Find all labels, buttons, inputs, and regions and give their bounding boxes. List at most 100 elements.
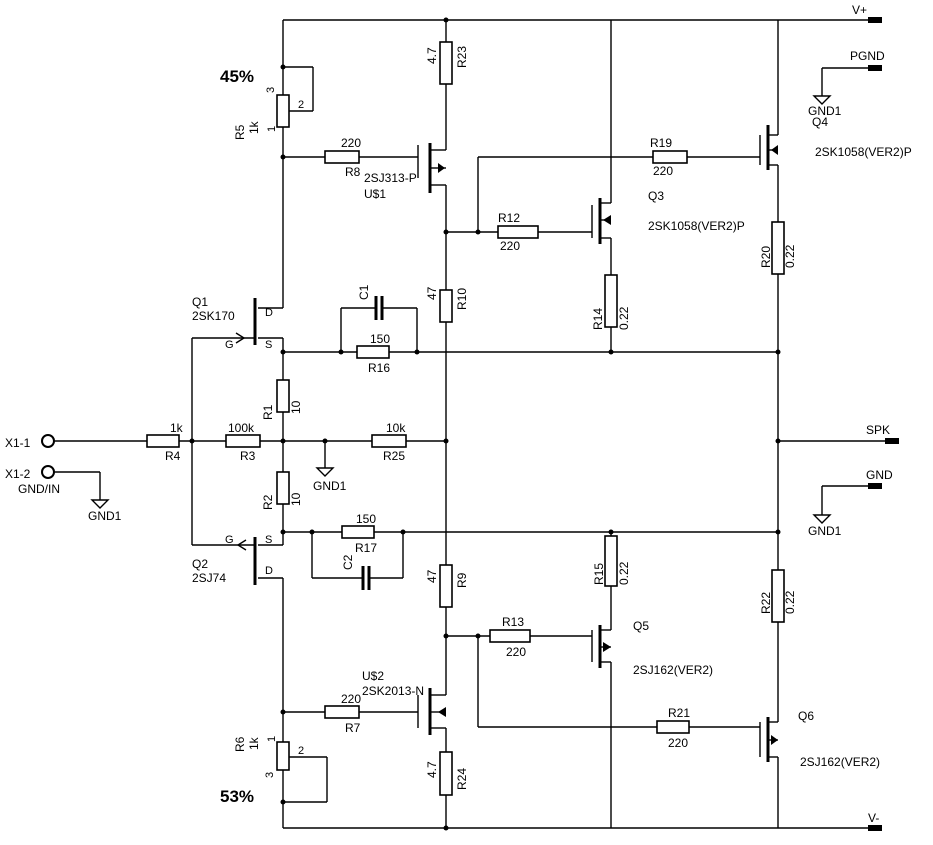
q1-pin-d: D bbox=[265, 307, 273, 319]
r21-value: 220 bbox=[668, 736, 688, 750]
q5-part: 2SJ162(VER2) bbox=[633, 663, 713, 677]
r8-ref: R8 bbox=[345, 165, 361, 179]
r5-value: 1k bbox=[247, 120, 261, 134]
jfet-q1 bbox=[192, 157, 284, 352]
resistor-r24 bbox=[439, 751, 453, 831]
capacitor-c1 bbox=[374, 296, 384, 320]
c1-ref: C1 bbox=[357, 284, 371, 300]
r6-ref: R6 bbox=[233, 736, 247, 752]
u1-part: 2SJ313-P bbox=[364, 171, 417, 185]
r3-ref: R3 bbox=[240, 449, 256, 463]
resistor-r23 bbox=[439, 17, 453, 128]
pgnd-label: PGND bbox=[850, 49, 885, 63]
r3-value: 100k bbox=[228, 421, 255, 435]
gnd-gnd1-label: GND1 bbox=[808, 524, 842, 538]
resistor-r3 bbox=[225, 434, 372, 477]
r1-value: 10 bbox=[289, 400, 303, 414]
mosfet-q6 bbox=[759, 717, 779, 765]
q3-part: 2SK1058(VER2)P bbox=[648, 219, 745, 233]
r24-ref: R24 bbox=[455, 768, 469, 790]
q6-part: 2SJ162(VER2) bbox=[800, 755, 880, 769]
r12-value: 220 bbox=[500, 239, 520, 253]
r19-ref: R19 bbox=[650, 136, 672, 150]
r5-pin2: 2 bbox=[298, 99, 304, 111]
q4-part: 2SK1058(VER2)P bbox=[815, 145, 912, 159]
c2-ref: C2 bbox=[341, 554, 355, 570]
r16-ref: R16 bbox=[368, 361, 390, 375]
r22-ref: R22 bbox=[759, 592, 773, 614]
resistor-r25 bbox=[371, 434, 449, 448]
trim-top-percent: 45% bbox=[220, 67, 254, 86]
spk-label: SPK bbox=[866, 423, 890, 437]
mosfet-u1 bbox=[417, 128, 447, 232]
r5-pin1: 1 bbox=[266, 126, 278, 132]
r23-ref: R23 bbox=[455, 46, 469, 68]
resistor-r9 bbox=[439, 564, 657, 728]
q3-ref: Q3 bbox=[648, 189, 664, 203]
q1-pin-g: G bbox=[225, 339, 234, 351]
q6-ref: Q6 bbox=[798, 709, 814, 723]
r13-ref: R13 bbox=[502, 615, 524, 629]
trim-bottom-percent: 53% bbox=[220, 787, 254, 806]
resistor-r13 bbox=[489, 629, 592, 643]
r10-ref: R10 bbox=[455, 288, 469, 310]
q5-ref: Q5 bbox=[633, 619, 649, 633]
r17-value: 150 bbox=[356, 512, 376, 526]
q1-pin-s: S bbox=[265, 339, 272, 351]
resistor-r2 bbox=[276, 471, 290, 532]
gnd-in-label: GND/IN bbox=[18, 482, 60, 496]
x1-2-label: X1-2 bbox=[5, 467, 31, 481]
resistor-r14 bbox=[604, 274, 618, 352]
q1-ref: Q1 bbox=[192, 295, 208, 309]
r12-ref: R12 bbox=[498, 211, 520, 225]
r16-value: 150 bbox=[370, 332, 390, 346]
r14-value: 0.22 bbox=[617, 306, 631, 330]
r15-ref: R15 bbox=[592, 563, 606, 585]
resistor-r1 bbox=[276, 352, 290, 472]
r20-value: 0.22 bbox=[783, 244, 797, 268]
resistor-r7 bbox=[280, 705, 418, 719]
vplus-label: V+ bbox=[852, 3, 867, 17]
r21-ref: R21 bbox=[668, 706, 690, 720]
resistor-r20 bbox=[771, 221, 785, 352]
resistor-r4 bbox=[146, 338, 226, 545]
r8-value: 220 bbox=[341, 136, 361, 150]
input-x1-1 bbox=[41, 434, 147, 448]
gnd-label: GND bbox=[866, 468, 893, 482]
u1-ref: U$1 bbox=[364, 187, 386, 201]
r4-value: 1k bbox=[170, 421, 184, 435]
r2-value: 10 bbox=[289, 492, 303, 506]
q4-ref: Q4 bbox=[812, 115, 828, 129]
r6-value: 1k bbox=[247, 736, 261, 750]
r22-value: 0.22 bbox=[783, 590, 797, 614]
r5-ref: R5 bbox=[233, 124, 247, 140]
r6-pin1: 1 bbox=[266, 736, 278, 742]
r15-value: 0.22 bbox=[617, 561, 631, 585]
q2-pin-d: D bbox=[265, 565, 273, 577]
r14-ref: R14 bbox=[591, 308, 605, 330]
gnd-net bbox=[812, 483, 882, 524]
bias-rail-bottom bbox=[280, 525, 781, 579]
resistor-r19 bbox=[652, 150, 760, 164]
mosfet-q3 bbox=[591, 185, 612, 275]
r13-value: 220 bbox=[506, 645, 526, 659]
r17-ref: R17 bbox=[355, 541, 377, 555]
resistor-r21 bbox=[656, 720, 760, 734]
driver-node-top bbox=[443, 156, 653, 235]
r1-ref: R1 bbox=[261, 404, 275, 420]
r6-pin2: 2 bbox=[298, 745, 304, 757]
resistor-r8 bbox=[280, 150, 418, 164]
r24-value: 4.7 bbox=[425, 761, 439, 778]
r5-pin3: 3 bbox=[265, 87, 277, 93]
r23-value: 4.7 bbox=[425, 47, 439, 64]
r4-ref: R4 bbox=[165, 449, 181, 463]
q2-part: 2SJ74 bbox=[192, 571, 226, 585]
capacitor-c2 bbox=[361, 566, 371, 590]
input-gnd1-label: GND1 bbox=[88, 509, 122, 523]
r19-value: 220 bbox=[653, 164, 673, 178]
pgnd-net bbox=[812, 65, 882, 105]
rail-wires bbox=[282, 19, 880, 829]
r2-ref: R2 bbox=[261, 494, 275, 510]
mid-gnd1-label: GND1 bbox=[313, 479, 347, 493]
